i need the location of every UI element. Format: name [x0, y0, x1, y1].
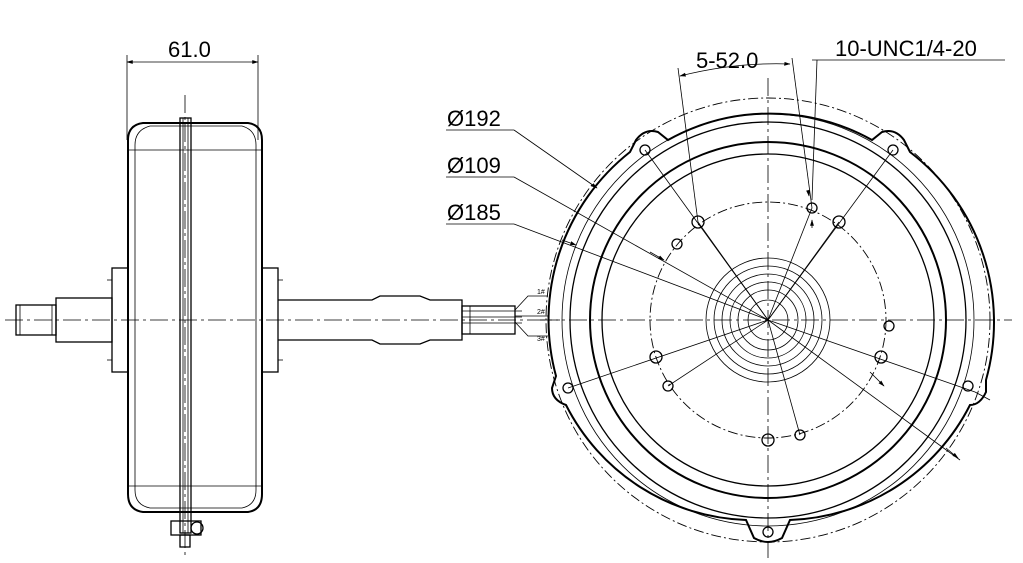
- threaded-hole: [883, 320, 895, 332]
- wire-label-3: 3#: [537, 336, 545, 343]
- diameter-callout-185: Ø185: [446, 200, 769, 321]
- bolt-hole: [874, 350, 888, 364]
- diameter-109-label: Ø109: [447, 153, 501, 178]
- diameter-185-label: Ø185: [447, 200, 501, 225]
- outer-housing: [547, 112, 996, 543]
- bolt-pattern-dimension: 5-52.0: [677, 48, 813, 223]
- threaded-hole: [806, 202, 818, 214]
- threaded-hole: [662, 380, 674, 392]
- hub-body: [107, 117, 283, 548]
- mounting-hole: [887, 144, 899, 156]
- right-leaders: [767, 319, 991, 461]
- threaded-hole: [671, 238, 683, 250]
- front-view: 5-52.0 10-UNC1/4-20 Ø192 Ø109 Ø185: [446, 36, 1012, 558]
- bolt-hole: [761, 433, 775, 447]
- mounting-hole: [562, 382, 574, 394]
- width-dimension: 61.0: [126, 37, 259, 140]
- mounting-hole: [962, 380, 974, 392]
- bolt-pattern-label: 5-52.0: [696, 48, 758, 73]
- width-dimension-label: 61.0: [168, 37, 211, 62]
- diameter-192-label: Ø192: [447, 106, 501, 131]
- bolt-hole: [832, 215, 846, 229]
- threaded-hole: [794, 429, 806, 441]
- diameter-callout-192: Ø192: [446, 106, 598, 189]
- wire-label-2: 2#: [537, 309, 545, 316]
- thread-spec-label: 10-UNC1/4-20: [835, 36, 977, 61]
- diameter-callout-109: Ø109: [446, 153, 769, 321]
- wires: 1# 2# 3#: [462, 289, 548, 343]
- wire-label-1: 1#: [537, 289, 545, 296]
- thread-callout: 10-UNC1/4-20: [806, 36, 1005, 228]
- bolt-hole: [691, 215, 705, 229]
- side-view: 61.0: [5, 37, 560, 555]
- radial-lines: [567, 149, 976, 436]
- bolt-hole: [649, 350, 663, 364]
- mounting-hole: [762, 526, 774, 538]
- mounting-hole: [639, 144, 651, 156]
